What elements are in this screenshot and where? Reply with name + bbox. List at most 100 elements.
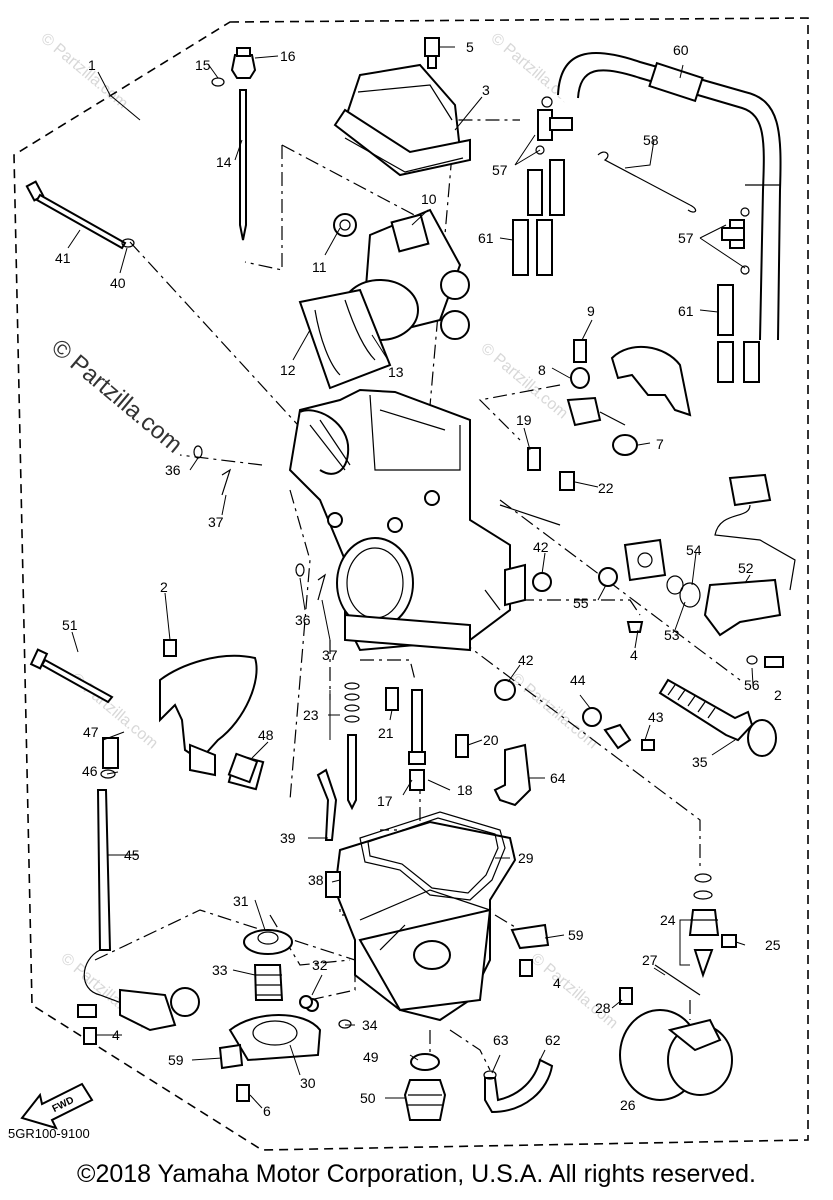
throttle-valve-10 [298, 208, 470, 390]
callout-40: 40 [110, 275, 126, 291]
gasket-29 [359, 811, 506, 901]
callout-52: 52 [738, 560, 754, 576]
callout-24: 24 [660, 912, 676, 928]
callout-2: 2 [160, 579, 168, 595]
callout-39: 39 [280, 830, 296, 846]
fwd-arrow-icon: FWD [20, 1082, 94, 1130]
callout-50: 50 [360, 1090, 376, 1106]
callout-18: 18 [457, 782, 473, 798]
drain-hose-62 [483, 1058, 554, 1114]
callout-22: 22 [598, 480, 614, 496]
callout-29: 29 [518, 850, 534, 866]
callout-51: 51 [62, 617, 78, 633]
callout-56: 56 [744, 677, 760, 693]
callout-28: 28 [595, 1000, 611, 1016]
callout-26: 26 [620, 1097, 636, 1113]
callout-36: 36 [295, 612, 311, 628]
callout-16: 16 [280, 48, 296, 64]
jet-needle-14 [211, 47, 257, 241]
bracket-64 [493, 743, 532, 807]
callout-53: 53 [664, 627, 680, 643]
carburetor-exploded-diagram: © Partzilla.com © Partzilla.com © Partzi… [13, 17, 809, 1151]
callout-59: 59 [568, 927, 584, 943]
callout-48: 48 [258, 727, 274, 743]
copyright-notice: ©2018 Yamaha Motor Corporation, U.S.A. A… [77, 1160, 756, 1188]
assembly-boundary [13, 17, 809, 1151]
callout-44: 44 [570, 672, 586, 688]
accelerator-pump-24 [619, 873, 737, 1101]
plunger-35 [494, 572, 777, 757]
callout-2: 2 [774, 687, 782, 703]
callout-37: 37 [322, 647, 338, 663]
callout-62: 62 [545, 1032, 561, 1048]
callout-12: 12 [280, 362, 296, 378]
callout-8: 8 [538, 362, 546, 378]
callout-61: 61 [678, 303, 694, 319]
callout-37: 37 [208, 514, 224, 530]
callout-35: 35 [692, 754, 708, 770]
callout-14: 14 [216, 154, 232, 170]
callout-55: 55 [573, 595, 589, 611]
callout-4: 4 [630, 647, 638, 663]
callout-42: 42 [533, 539, 549, 555]
drawing-code: 5GR100-9100 [8, 1126, 90, 1141]
callout-33: 33 [212, 962, 228, 978]
callout-1: 1 [88, 57, 96, 73]
small-hardware [83, 445, 784, 1102]
callout-57: 57 [678, 230, 694, 246]
callout-34: 34 [362, 1017, 378, 1033]
callout-27: 27 [642, 952, 658, 968]
callout-58: 58 [643, 132, 659, 148]
top-cover-3 [333, 37, 471, 177]
watermark-large: © Partzilla.com [46, 334, 187, 459]
overflow-hose-60 [557, 52, 782, 341]
callout-20: 20 [483, 732, 499, 748]
leader-lines [67, 46, 754, 1109]
callout-47: 47 [83, 724, 99, 740]
watermark: © Partzilla.com [477, 340, 571, 422]
callout-7: 7 [656, 436, 664, 452]
callout-41: 41 [55, 250, 71, 266]
callout-45: 45 [124, 847, 140, 863]
callout-30: 30 [300, 1075, 316, 1091]
watermark: © Partzilla.com [37, 30, 131, 112]
callout-59: 59 [168, 1052, 184, 1068]
callout-63: 63 [493, 1032, 509, 1048]
throttle-sensor-52 [598, 473, 796, 637]
callout-49: 49 [363, 1049, 379, 1065]
callout-64: 64 [550, 770, 566, 786]
callout-31: 31 [233, 893, 249, 909]
callout-4: 4 [112, 1027, 120, 1043]
callout-19: 19 [516, 412, 532, 428]
breather-fittings [512, 96, 760, 383]
callout-23: 23 [303, 707, 319, 723]
callout-5: 5 [466, 39, 474, 55]
callout-54: 54 [686, 542, 702, 558]
callout-17: 17 [377, 793, 393, 809]
throttle-stop-8 [566, 339, 692, 456]
callout-42: 42 [518, 652, 534, 668]
callout-36: 36 [165, 462, 181, 478]
callouts: 1 2 2 3 4 4 4 5 6 7 8 9 10 11 12 13 14 1… [55, 39, 782, 1119]
callout-9: 9 [587, 303, 595, 319]
callout-13: 13 [388, 364, 404, 380]
callout-11: 11 [312, 259, 327, 275]
callout-57: 57 [492, 162, 508, 178]
long-screws [25, 180, 135, 704]
callout-6: 6 [263, 1103, 271, 1119]
callout-32: 32 [312, 957, 328, 973]
callout-4: 4 [553, 975, 561, 991]
callout-61: 61 [478, 230, 494, 246]
callout-21: 21 [378, 725, 394, 741]
callout-15: 15 [195, 57, 211, 73]
callout-3: 3 [482, 82, 490, 98]
jets-assembly [316, 682, 469, 898]
watermark: © Partzilla.com [527, 950, 621, 1032]
float-bowl [228, 820, 517, 1121]
callout-10: 10 [421, 191, 437, 207]
callout-43: 43 [648, 709, 664, 725]
callout-46: 46 [82, 763, 98, 779]
carburetor-body [288, 388, 561, 652]
callout-25: 25 [765, 937, 781, 953]
callout-38: 38 [308, 872, 324, 888]
